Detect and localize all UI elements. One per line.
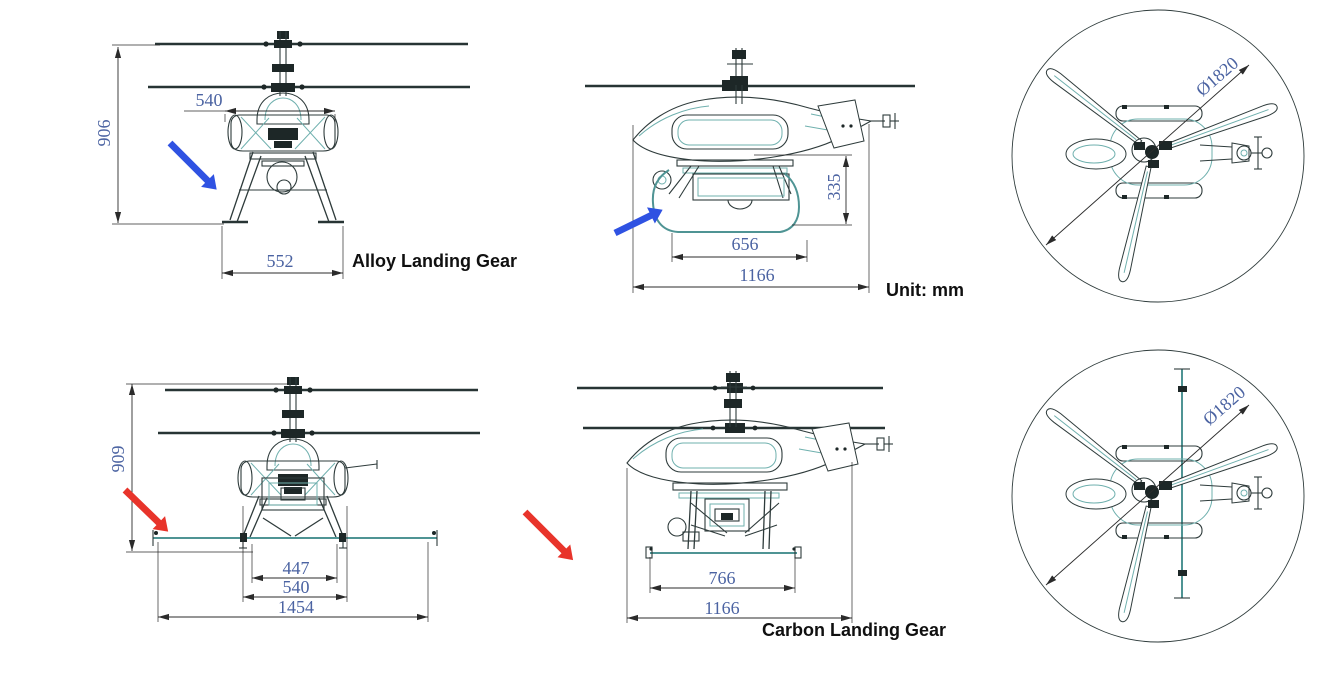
helicopter-front-carbon [152,375,482,549]
dim-frame-width-540: 540 [242,506,348,602]
front-view-alloy: 906 540 552 Alloy Landing Gear [94,29,517,279]
carbon-gear-arrow-side-icon [522,509,574,561]
dim-label-766: 766 [709,568,736,588]
carbon-gear-struts [687,490,772,550]
unit-label: Unit: mm [886,280,964,300]
side-view-carbon: 766 1166 Carbon Landing Gear [522,370,946,640]
dim-width-552: 552 [221,226,344,279]
dim-label-1166-carbon: 1166 [704,598,739,618]
top-view-alloy: Ø1820 [1012,10,1304,302]
dim-label-1166-alloy: 1166 [739,265,774,285]
helicopter-side-alloy [585,47,915,233]
dim-inner-track-447: 447 [251,544,338,583]
dim-label-552: 552 [267,251,294,271]
dim-width-540: 540 [184,90,336,122]
dim-label-diameter-carbon: Ø1820 [1199,382,1249,429]
dim-gear-height-335: 335 [754,154,852,226]
carbon-gear-arrow-front-icon [122,487,169,532]
alloy-skid-loop [651,169,801,233]
helicopter-front-alloy [146,29,472,224]
alloy-landing-gear-legs [229,151,337,223]
front-view-carbon: 909 447 540 1454 [108,375,482,622]
dim-label-906: 906 [94,120,114,147]
helicopter-top-carbon [1012,350,1304,642]
alloy-landing-gear-label: Alloy Landing Gear [352,251,517,271]
helicopter-side-carbon [577,370,894,559]
dim-length-1166-alloy: 1166 [632,124,870,293]
dim-label-335: 335 [824,174,844,201]
dim-boom-length-766: 766 [649,557,796,593]
dim-skid-length-656: 656 [671,233,808,262]
payload-box [261,477,325,511]
camera-gimbal [266,161,298,193]
carbon-landing-gear-legs [242,495,344,538]
dim-label-656: 656 [732,234,759,254]
dim-length-1166-carbon: 1166 [626,462,853,623]
dim-label-1454: 1454 [278,597,314,617]
alloy-gear-arrow-side-icon [613,207,663,237]
dim-label-447: 447 [283,558,310,578]
dim-height-906: 906 [94,44,224,225]
helicopter-top-alloy [1012,10,1304,302]
carbon-landing-gear-label: Carbon Landing Gear [762,620,946,640]
side-view-alloy: 335 656 1166 Unit: mm [585,47,964,300]
alloy-gear-arrow-front-icon [167,140,217,190]
dim-label-540: 540 [196,90,223,110]
top-view-carbon: Ø1820 [1012,350,1304,642]
spray-tank [692,173,790,201]
dim-label-909: 909 [108,446,128,473]
dim-height-909: 909 [108,383,287,553]
dim-boom-span-1454: 1454 [157,542,429,622]
dim-label-540-carbon: 540 [283,577,310,597]
